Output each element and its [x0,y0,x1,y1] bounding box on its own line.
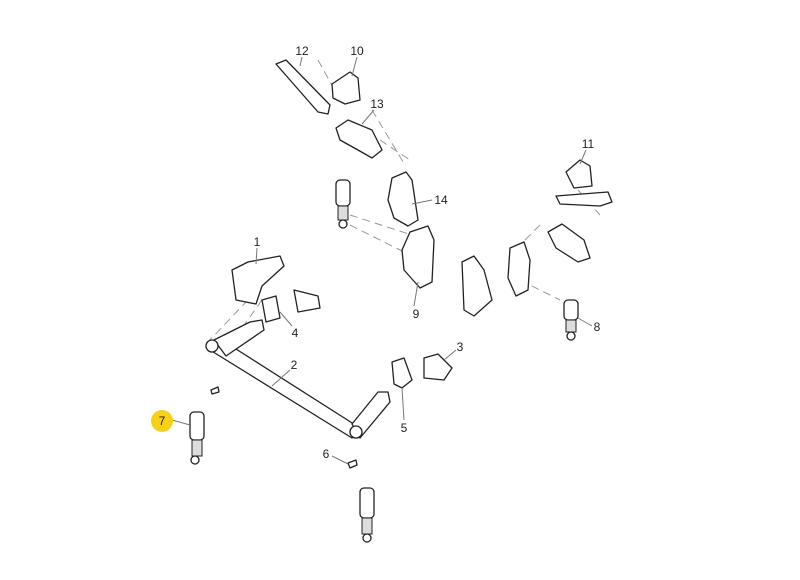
leader-lines [171,56,593,465]
part-11-bracket[interactable] [565,159,593,189]
callout-7[interactable]: 7 [159,414,166,428]
callout-10[interactable]: 10 [350,44,364,58]
part-6-pad[interactable] [210,386,220,395]
part-5-plate[interactable] [391,357,413,389]
part-shock-absorber-upper[interactable] [335,179,351,229]
part-6-pad-b[interactable] [347,459,358,469]
part-shock-absorber-lower[interactable] [359,487,375,543]
part-strap-right[interactable] [555,191,613,207]
part-3-plate[interactable] [423,353,453,381]
callout-7-highlight[interactable] [151,410,173,432]
part-4-plate-b[interactable] [293,289,321,313]
callout-1[interactable]: 1 [254,235,261,249]
callout-6[interactable]: 6 [323,447,330,461]
callout-9[interactable]: 9 [413,307,420,321]
part-12-strap[interactable] [275,59,331,115]
part-1-bracket[interactable] [231,255,285,305]
part-hanger-right-large[interactable] [461,255,493,317]
callout-14[interactable]: 14 [434,193,448,207]
callout-labels: 12 10 13 11 14 1 9 4 3 8 2 5 6 7 [151,44,601,461]
part-9-hanger[interactable] [401,225,435,289]
callout-5[interactable]: 5 [401,421,408,435]
part-bracket-right[interactable] [547,223,591,263]
callout-13[interactable]: 13 [370,97,384,111]
callout-8[interactable]: 8 [594,320,601,334]
part-8-shock-absorber[interactable] [563,299,579,341]
callout-4[interactable]: 4 [292,326,299,340]
part-hanger-right[interactable] [507,241,531,297]
callout-11[interactable]: 11 [582,137,595,151]
callout-12[interactable]: 12 [295,44,309,58]
callout-2[interactable]: 2 [291,358,298,372]
part-4-plate[interactable] [261,295,281,323]
part-7-shock-absorber[interactable] [189,411,205,465]
callout-3[interactable]: 3 [457,340,464,354]
part-10-bracket[interactable] [331,71,361,105]
part-2-axle[interactable] [205,319,391,439]
part-14-hanger[interactable] [387,171,419,227]
part-13-bracket[interactable] [335,119,383,159]
